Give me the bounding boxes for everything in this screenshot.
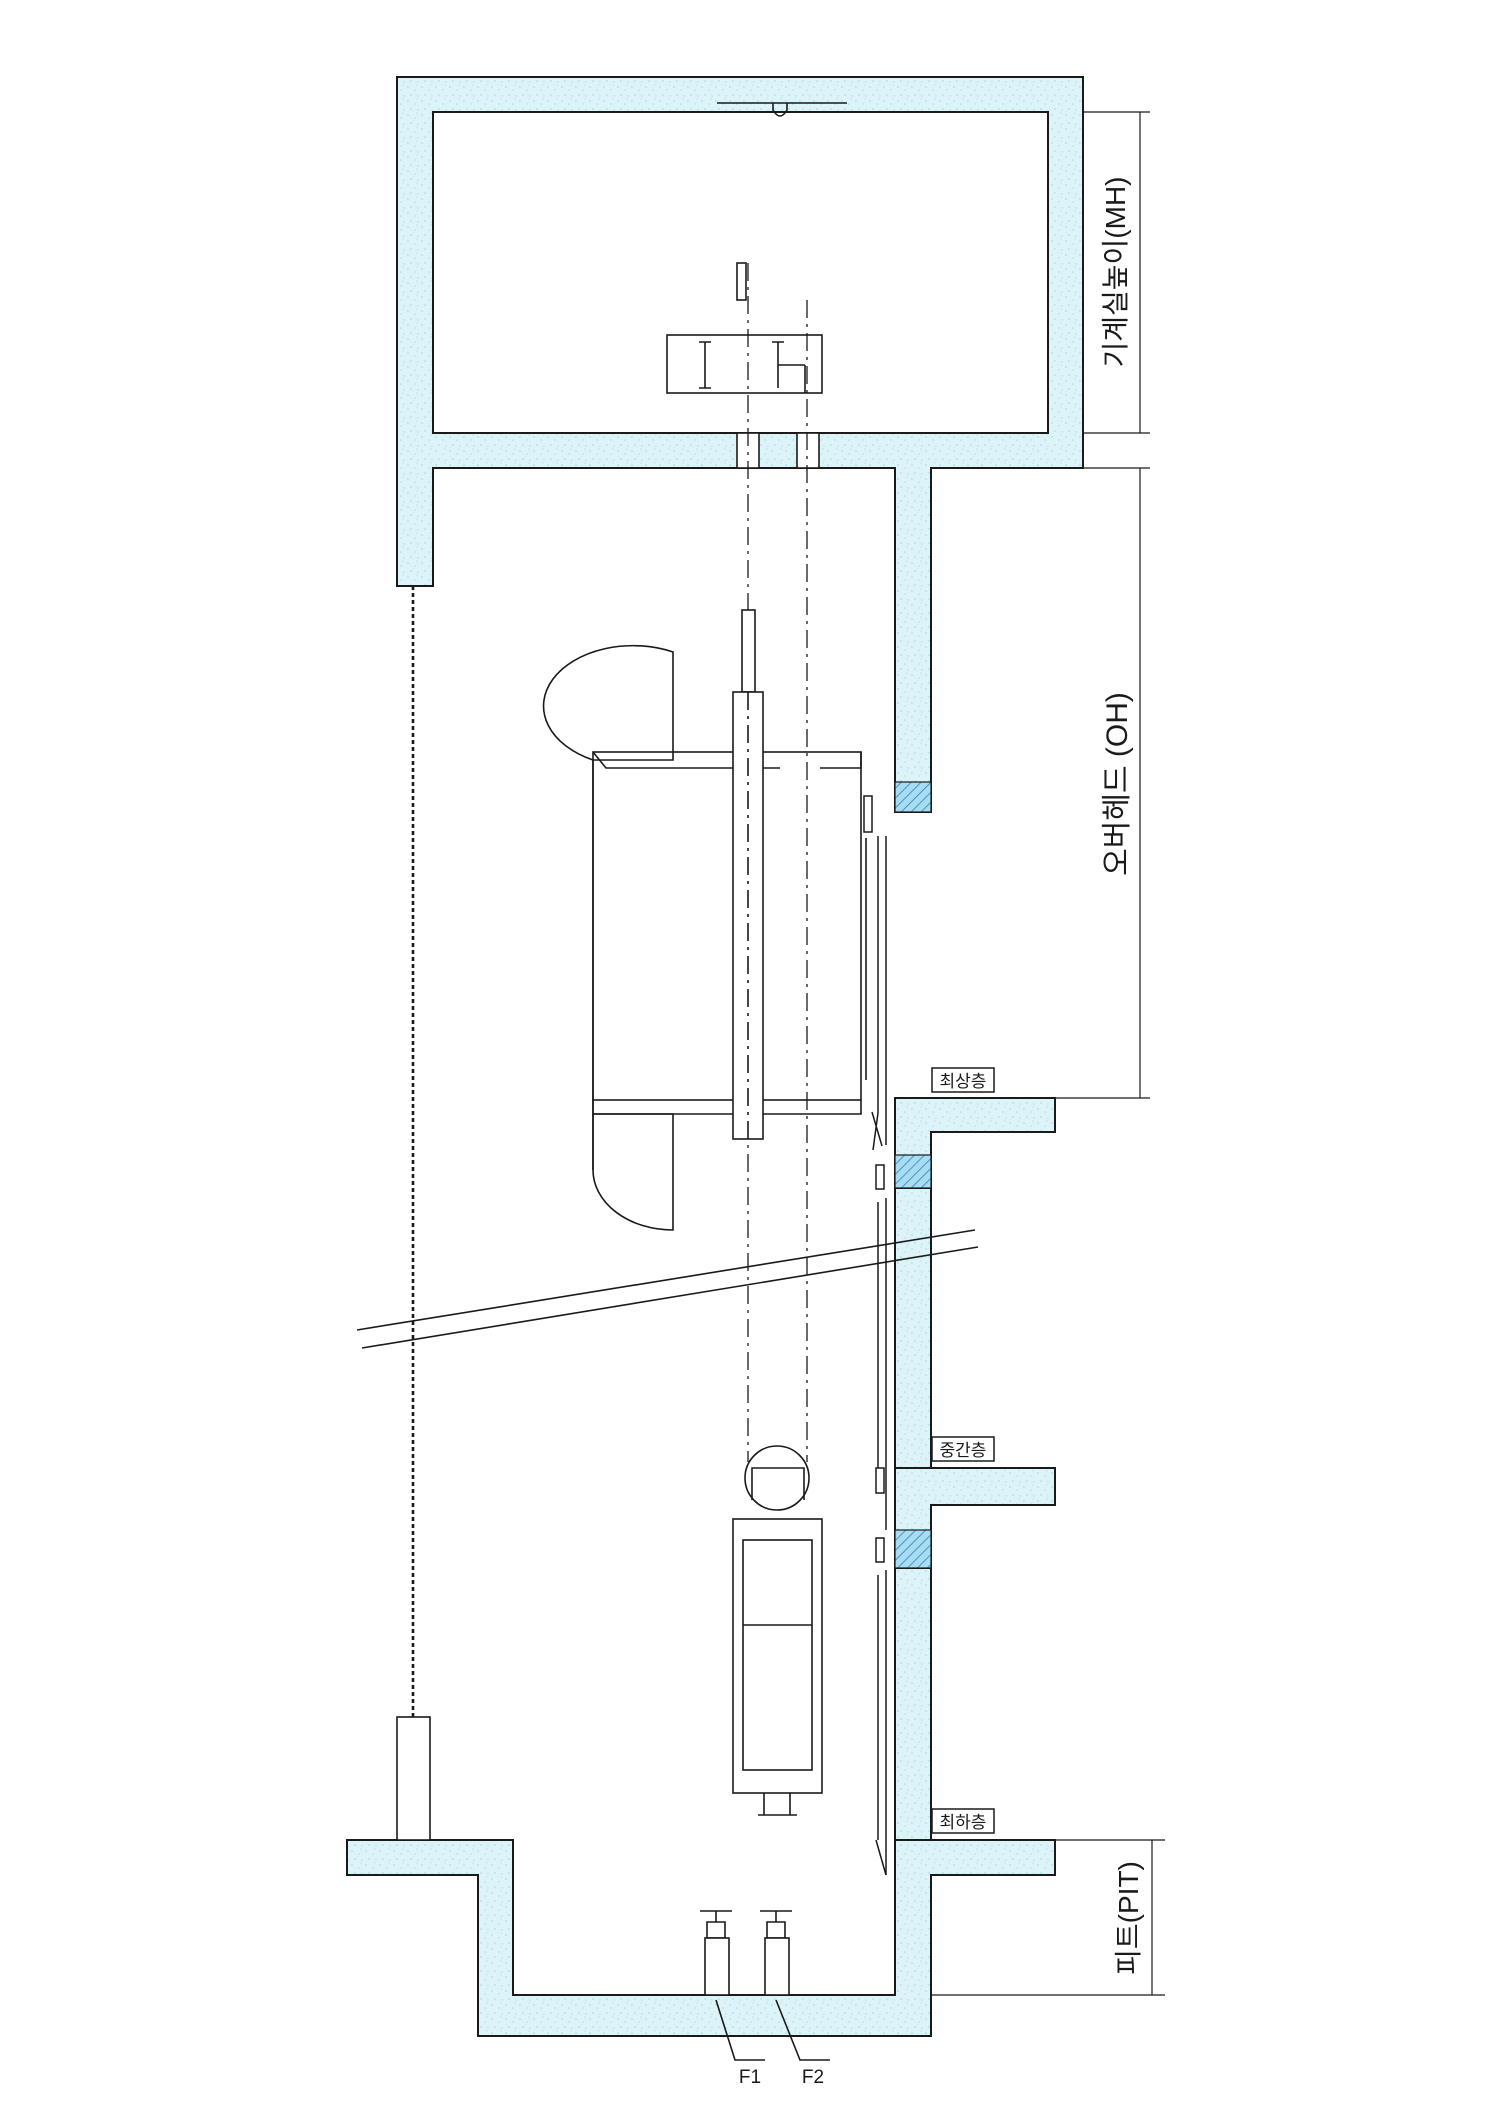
floor-tag-top-box (931, 1067, 995, 1093)
counterweight-assembly (732, 1445, 823, 1816)
buffer-f2-body (764, 1937, 790, 1996)
floor-tag-middle-box (931, 1436, 995, 1462)
ceiling-hook (717, 102, 847, 117)
floor-tag-middle-text: 중간층 (940, 1441, 987, 1460)
buffer-label-f2: F2 (802, 2067, 824, 2088)
counterweight-sheave (744, 1445, 810, 1511)
car-roof-beam (592, 751, 862, 769)
car-plunger-rod (741, 609, 756, 693)
door-top-kick (871, 1111, 883, 1147)
sill-top-upper (894, 781, 932, 813)
elevator-car (542, 609, 867, 1231)
sheave-bracket (751, 1467, 805, 1500)
floor-tag-middle: 중간층 (931, 1436, 995, 1462)
buffer-f1-leader (715, 1999, 765, 2061)
traction-machine (666, 334, 823, 394)
governor-tension-weight (396, 1716, 431, 1841)
right-wall-upper-mid (894, 1187, 932, 1469)
door-mid-upper (875, 1164, 885, 1190)
door-sills (894, 781, 932, 1569)
buffer-f2-head (760, 1910, 792, 1939)
door-bot-panel (877, 1570, 887, 1875)
door-bot-upper (875, 1537, 885, 1563)
dim-label-machine-room-height: 기계실높이(MH) (1100, 177, 1131, 368)
buffer-f1-head (700, 1910, 732, 1939)
dim-label-overhead: 오버헤드 (OH) (1101, 692, 1134, 876)
door-top-panel (872, 836, 887, 1151)
door-bot-kick (875, 1839, 887, 1876)
machine-beam-left (699, 341, 711, 389)
break-line-upper (356, 1229, 976, 1331)
dim-label-pit: 피트(PIT) (1113, 1861, 1144, 1975)
dimension-lines (931, 111, 1165, 1996)
door-top-upper (863, 795, 873, 833)
break-line-lower (361, 1246, 979, 1349)
sill-top (894, 1154, 932, 1189)
buffer-f1-body (704, 1937, 730, 1996)
machine-beam-right (772, 341, 806, 393)
buffer-label-f1: F1 (739, 2067, 761, 2088)
break-line (356, 1229, 979, 1349)
car-guide-top (542, 644, 674, 761)
pit-buffers (700, 1910, 830, 2061)
rope-opening-right (796, 432, 820, 469)
right-wall-lower (894, 1567, 932, 1841)
counterweight-block (742, 1539, 813, 1771)
pit-and-bottom-slab (346, 1839, 1056, 2037)
counterweight-shoe (758, 1793, 797, 1816)
machine-room-equipment (666, 102, 847, 469)
floor-tag-top: 최상층 (931, 1067, 995, 1093)
floor-tag-bottom-box (931, 1808, 995, 1834)
door-mid-guide (875, 1467, 885, 1494)
hoistway-doors (863, 795, 887, 1876)
governor-rope (396, 586, 431, 1841)
car-guide-bottom (592, 1113, 674, 1231)
counterweight-frame (732, 1518, 823, 1794)
buffer-f2-leader (775, 1999, 830, 2061)
door-mid-panel (877, 1198, 887, 1530)
floor-tag-bottom: 최하층 (931, 1808, 995, 1834)
sill-middle (894, 1529, 932, 1569)
floor-tag-top-text: 최상층 (940, 1072, 987, 1091)
car-bottom-beam (592, 1100, 862, 1115)
machine-governor (736, 262, 747, 301)
car-frame (592, 751, 862, 1101)
floor-tag-bottom-text: 최하층 (940, 1813, 987, 1832)
